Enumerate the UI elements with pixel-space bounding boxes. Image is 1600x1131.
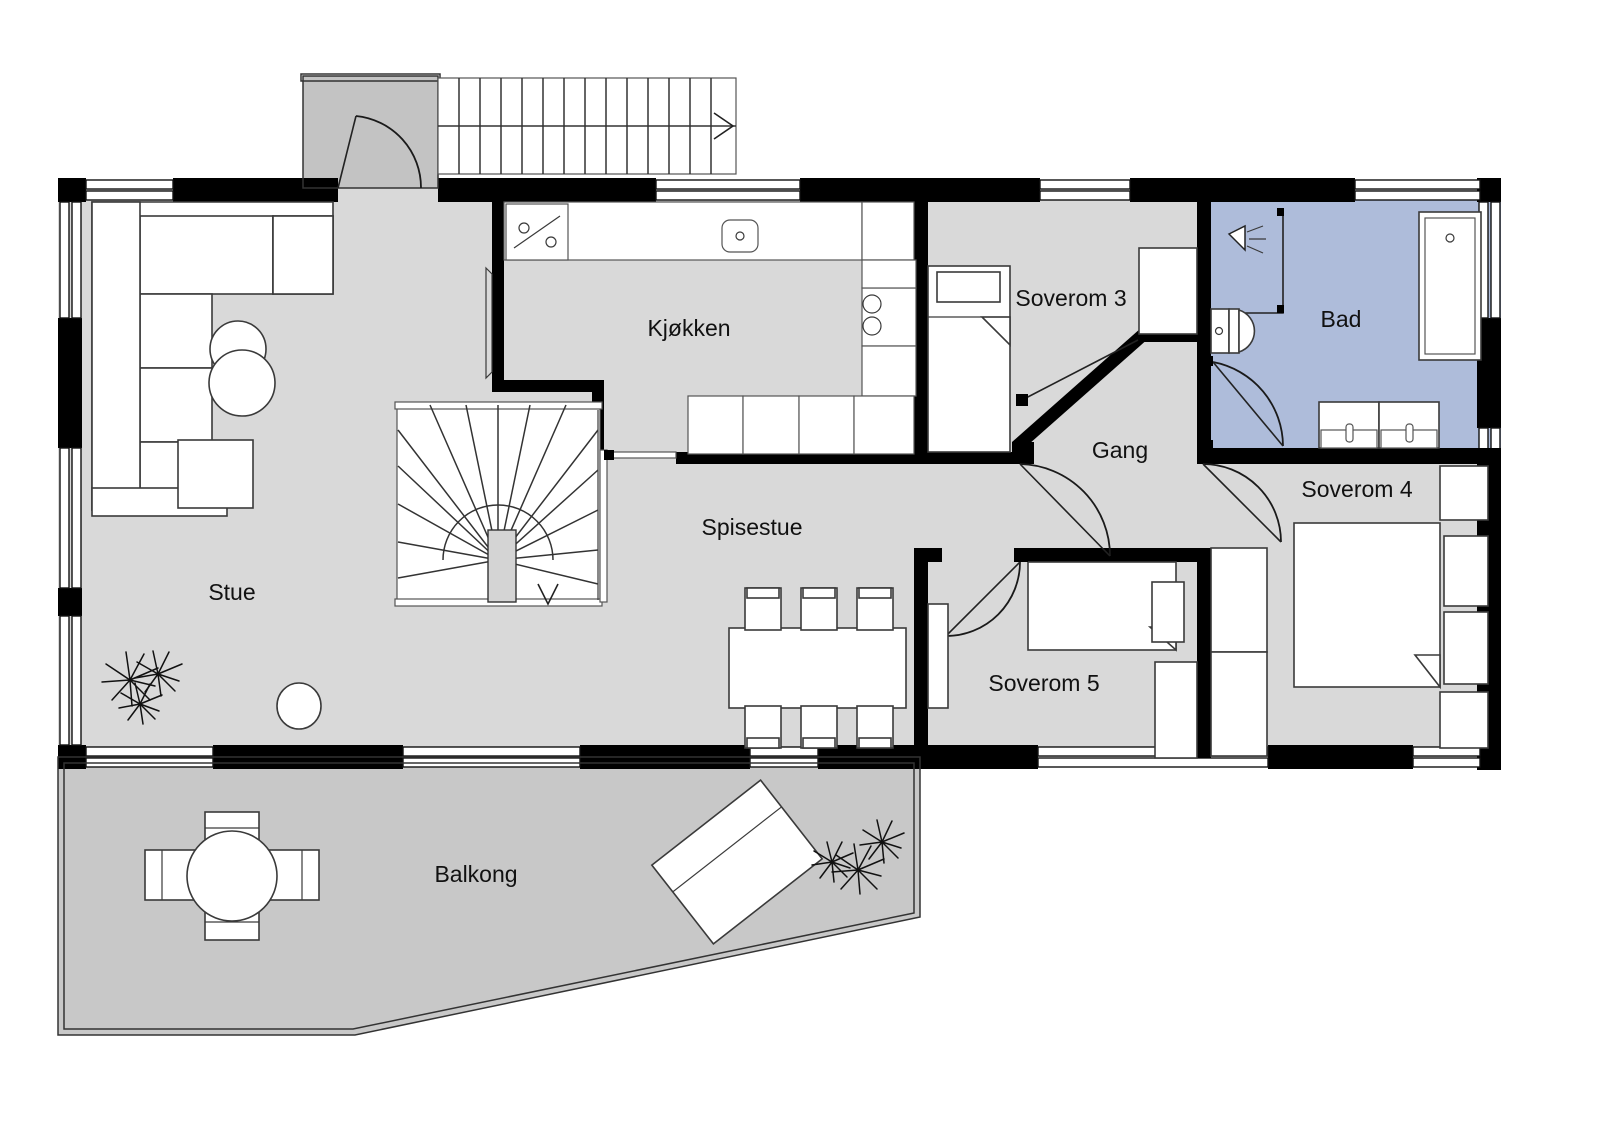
bathtub [1418,211,1482,361]
stair-direction-arrow-right [713,112,735,140]
soverom5-door [928,548,1028,637]
bad-fixtures [1201,208,1482,450]
gang-doors [1019,463,1282,757]
stove-two-burners [861,287,917,347]
round-pouf [276,682,322,730]
potted-plant-balcony [811,819,905,895]
window-top-4 [1354,179,1481,201]
kitchen-cabinet-right [861,345,917,397]
double-vanity [1318,401,1440,449]
window-top-1 [85,179,174,201]
kitchen-counter-right [861,259,917,289]
kitchen-corner-counter [861,201,915,261]
balcony-round-table [186,830,278,922]
stue-railing [485,266,493,380]
soverom5-wardrobe [1154,661,1198,759]
shower-head-icon [1227,224,1266,254]
dining-table [728,627,907,709]
window-left-1 [59,201,82,319]
soverom4-bed [1293,522,1441,690]
stue-furniture [91,201,334,730]
entry-staircase [437,77,737,175]
kitchen-sink [721,219,759,253]
dishwasher-icon [505,203,569,261]
gang-wardrobe-lower-1 [1210,547,1268,653]
balcony-round-table-set [144,811,320,941]
balkong-contents [57,756,921,1036]
sun-lounger [650,778,824,946]
window-left-3 [59,615,82,746]
soverom3-furniture [927,247,1198,453]
soverom3-sliding-door [1016,339,1139,406]
dining-chairs-bottom [744,705,894,749]
soverom4-nightstand-mid [1443,535,1489,607]
soverom3-bed [927,265,1011,453]
soverom4-dresser [1439,691,1489,749]
interior-walls [492,202,1501,758]
window-top-2 [655,179,801,201]
soverom4-furniture [1293,465,1489,749]
gang-wardrobe-lower-2 [1210,651,1268,757]
gang-wardrobe-upper [1138,247,1198,335]
round-side-table-lower [208,349,276,417]
soverom5-nightstand [1151,581,1185,643]
armchair [177,439,254,509]
potted-plant-living [101,650,183,725]
spiral-staircase [394,401,608,607]
bad-door [1201,356,1284,450]
soverom5-furniture [927,548,1198,759]
window-right-1 [1478,201,1501,319]
spisestue-furniture [728,587,907,749]
soverom4-nightstand-bottom [1443,611,1489,685]
window-top-3 [1039,179,1131,201]
window-bottom-3 [1037,746,1269,768]
dining-chairs-top [744,587,894,631]
exterior-walls [58,178,1501,770]
toilet [1210,308,1256,354]
kjokken-furniture [503,201,917,460]
soverom5-closet [927,603,949,709]
kitchen-pass-through-rail [604,450,677,460]
window-left-2 [59,447,82,589]
soverom4-nightstand-top [1439,465,1489,521]
stair-direction-arrow-down [537,583,559,606]
kitchen-base-cabinets [687,395,915,455]
vestibule-floor-fill [303,76,438,188]
